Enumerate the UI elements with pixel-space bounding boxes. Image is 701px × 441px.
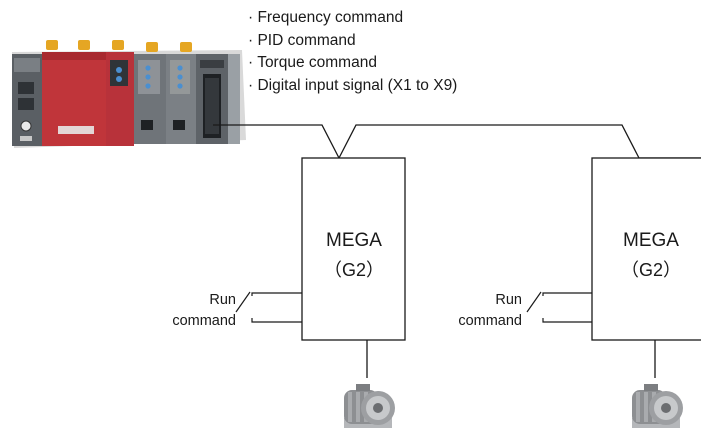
signal-item: · PID command bbox=[248, 31, 356, 49]
run-label-line: Run bbox=[495, 292, 522, 308]
inverter-box-1 bbox=[301, 157, 406, 341]
run-command-label: Run command bbox=[146, 290, 236, 332]
signal-cable bbox=[213, 124, 701, 160]
run-command-switch-2 bbox=[526, 291, 592, 323]
signal-item: · Digital input signal (X1 to X9) bbox=[248, 76, 458, 94]
run-label-line: command bbox=[172, 313, 236, 329]
run-label-line: Run bbox=[209, 292, 236, 308]
inverter-box-2 bbox=[591, 157, 701, 341]
signal-item: · Frequency command bbox=[248, 9, 404, 26]
inverter-model: （G2） bbox=[323, 260, 384, 280]
plc-controller-icon bbox=[12, 40, 246, 148]
motor-icon bbox=[344, 384, 395, 428]
run-label-line: command bbox=[458, 313, 522, 329]
inverter-name: MEGA bbox=[326, 230, 382, 251]
run-command-label: Run command bbox=[432, 290, 522, 332]
inverter-name: MEGA bbox=[623, 230, 679, 251]
signal-item: · Torque command bbox=[248, 54, 377, 71]
motor-icon bbox=[632, 384, 683, 428]
signal-list: · Frequency command · PID command · Torq… bbox=[248, 7, 457, 97]
run-command-switch-1 bbox=[235, 291, 302, 323]
inverter-model: （G2） bbox=[620, 260, 681, 280]
